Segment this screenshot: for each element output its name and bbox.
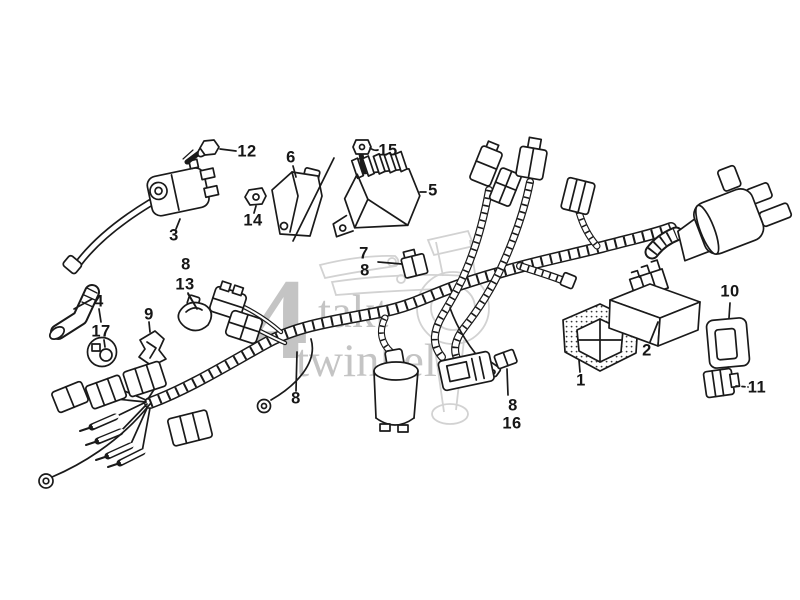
callout-label: 12 — [237, 142, 257, 161]
callout-label: 8 — [508, 396, 518, 415]
harness-branch-upper-right — [575, 208, 601, 250]
mounting-bracket — [437, 350, 495, 392]
connector-11 — [702, 367, 749, 399]
callout-label: 8 — [181, 255, 191, 274]
harness-end-connectors — [38, 360, 214, 489]
ignition-coil — [62, 158, 220, 275]
connector-plug — [488, 167, 522, 207]
bolt-12 — [182, 139, 237, 165]
callout-label: 8 — [291, 389, 301, 408]
clamp-9 — [138, 321, 167, 367]
watermark-word-twinkel: twinkel — [296, 335, 437, 387]
callout-label: 14 — [243, 211, 263, 230]
callout-label: 2 — [642, 341, 652, 360]
ring-terminal-wire — [38, 403, 151, 489]
callout-leader-lines — [187, 293, 298, 392]
cdi-box-2 — [608, 259, 701, 347]
cylinder-connector — [644, 164, 793, 262]
ghost-lever-icon — [318, 255, 400, 280]
condenser-branch-wire — [377, 314, 395, 356]
clip-16 — [493, 348, 518, 396]
harness-branch-right — [451, 178, 534, 364]
ground-wire-left — [256, 338, 314, 414]
harness-branch-left — [430, 186, 493, 361]
connector-plug — [515, 136, 548, 181]
bolt-15 — [352, 139, 379, 174]
connector-plug — [560, 176, 596, 216]
bullet-terminals — [79, 401, 151, 468]
callout-label: 16 — [502, 414, 522, 433]
callout-label: 5 — [428, 181, 438, 200]
callout-label: 13 — [175, 275, 195, 294]
callout-label: 6 — [286, 148, 296, 167]
relay-10 — [705, 302, 751, 378]
callout-label: 10 — [720, 282, 740, 301]
callout-label: 7 — [359, 244, 369, 263]
bracket-6 — [271, 165, 323, 237]
callout-label: 1 — [576, 371, 586, 390]
section-line — [292, 157, 335, 242]
callout-label: 11 — [747, 378, 767, 397]
callout-label: 17 — [91, 322, 111, 341]
callout-label: 9 — [144, 305, 154, 324]
condenser — [373, 348, 419, 433]
connector-plug — [224, 309, 288, 346]
nut-14 — [244, 187, 267, 214]
regulator-5 — [332, 150, 421, 238]
harness-branch-lower-right — [516, 262, 577, 290]
callout-label: 4 — [94, 292, 104, 311]
spark-plug-cap-4 — [48, 284, 102, 341]
callout-label: 8 — [360, 261, 370, 280]
clip-7 — [377, 248, 429, 279]
callout-label: 3 — [169, 226, 179, 245]
main-harness-trunk — [144, 222, 677, 409]
connector-plug — [469, 140, 503, 187]
rubber-boot-17 — [86, 336, 118, 368]
clamp-13 — [177, 292, 213, 332]
callout-label: 15 — [378, 141, 398, 160]
